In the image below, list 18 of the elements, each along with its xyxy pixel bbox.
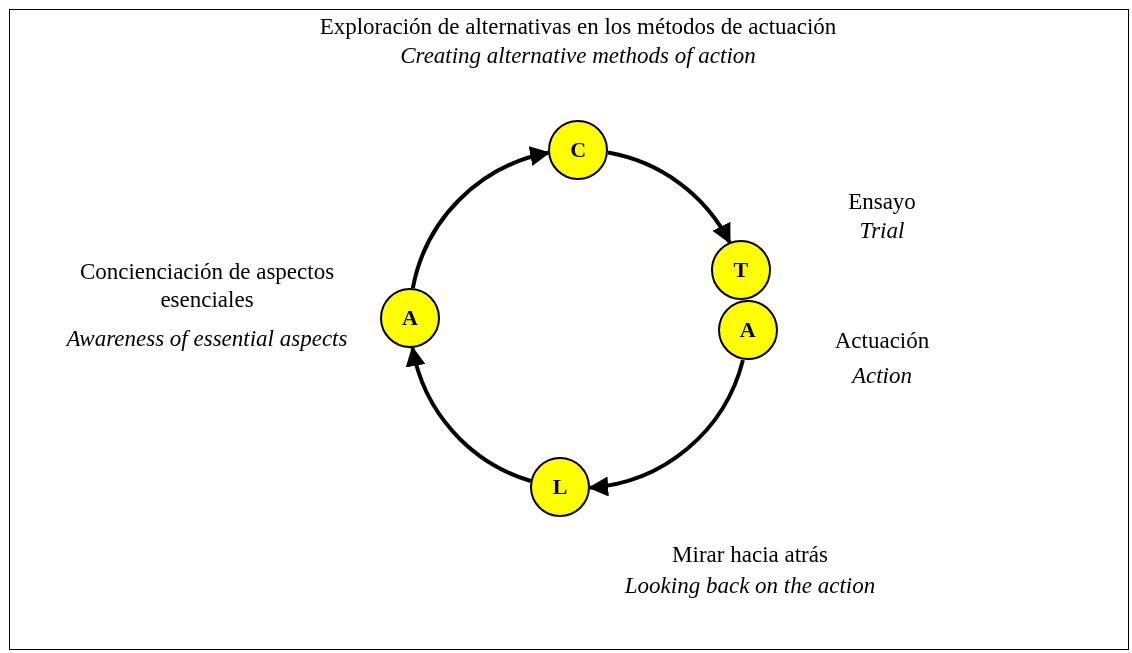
arrow — [406, 346, 532, 483]
stage-description: Ensayo — [847, 188, 917, 216]
stage-description: Mirar hacia atrás — [671, 541, 829, 569]
stage-description: Looking back on the action — [623, 572, 877, 600]
stage-description: Trial — [858, 217, 906, 245]
stage-circle: C — [548, 120, 609, 180]
stage-circle: T — [710, 240, 771, 301]
stage-description: Creating alternative methods of action — [399, 42, 757, 70]
stage-description: Exploración de alternativas en los métodos de actuación — [318, 13, 838, 41]
stage-circle: A — [380, 288, 440, 349]
arrow — [588, 359, 745, 496]
arrow — [607, 150, 732, 245]
stage-description: Action — [850, 362, 913, 390]
stage-description: Concienciación de aspectos esenciales — [78, 258, 336, 314]
stage-circle: L — [530, 456, 591, 517]
stage-description: Actuación — [833, 327, 931, 355]
stage-description: Awareness of essential aspects — [64, 325, 349, 353]
stage-circle: A — [717, 300, 778, 361]
